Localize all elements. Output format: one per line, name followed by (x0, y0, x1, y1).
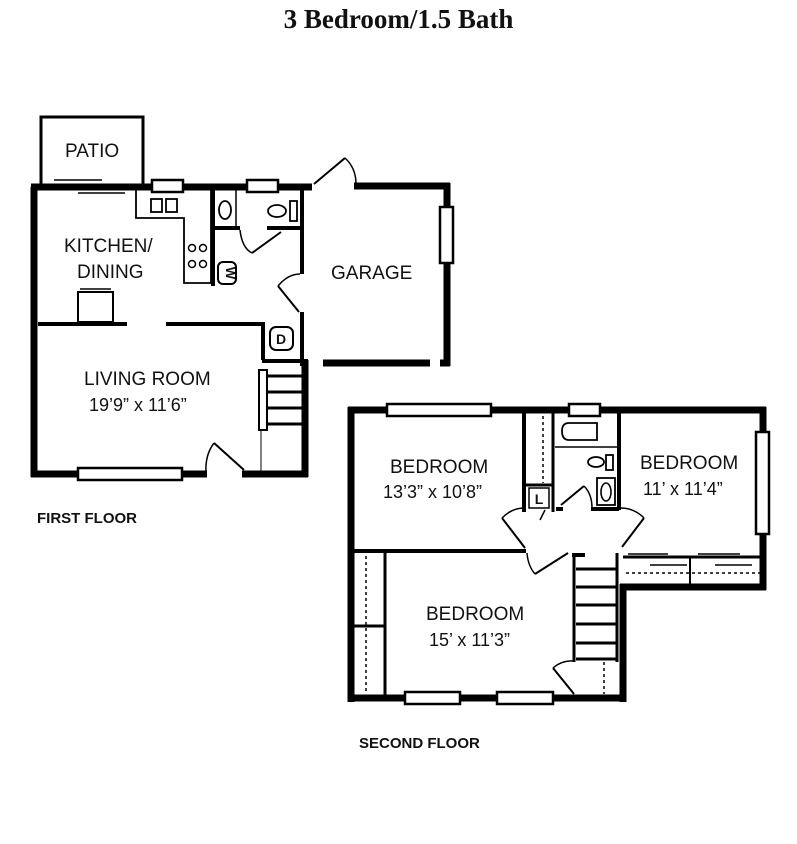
kitchen-label-line1: KITCHEN/ (64, 236, 153, 257)
washer-icon: W (223, 267, 238, 280)
first-floor-label: FIRST FLOOR (37, 510, 137, 527)
garage-label: GARAGE (331, 263, 412, 284)
bedroom-3-dimensions: 15’ x 11’3” (429, 630, 510, 650)
kitchen-label-line2: DINING (77, 262, 144, 283)
bedroom-3-label: BEDROOM (426, 604, 524, 625)
bedroom-2-dimensions: 11’ x 11’4” (643, 479, 723, 499)
living-room-dimensions: 19’9” x 11’6” (89, 395, 187, 415)
first-floor-plan (30, 115, 455, 482)
bedroom-1-dimensions: 13’3” x 10’8” (383, 482, 482, 502)
linen-closet-label: L (535, 491, 544, 507)
plan-title: 3 Bedroom/1.5 Bath (283, 4, 514, 34)
second-floor-plan (347, 402, 771, 706)
dryer-icon: D (276, 331, 286, 347)
second-floor-label: SECOND FLOOR (359, 735, 480, 752)
bedroom-1-label: BEDROOM (390, 457, 488, 478)
patio-label: PATIO (65, 141, 119, 162)
bedroom-2-label: BEDROOM (640, 453, 738, 474)
living-room-label: LIVING ROOM (84, 369, 211, 390)
